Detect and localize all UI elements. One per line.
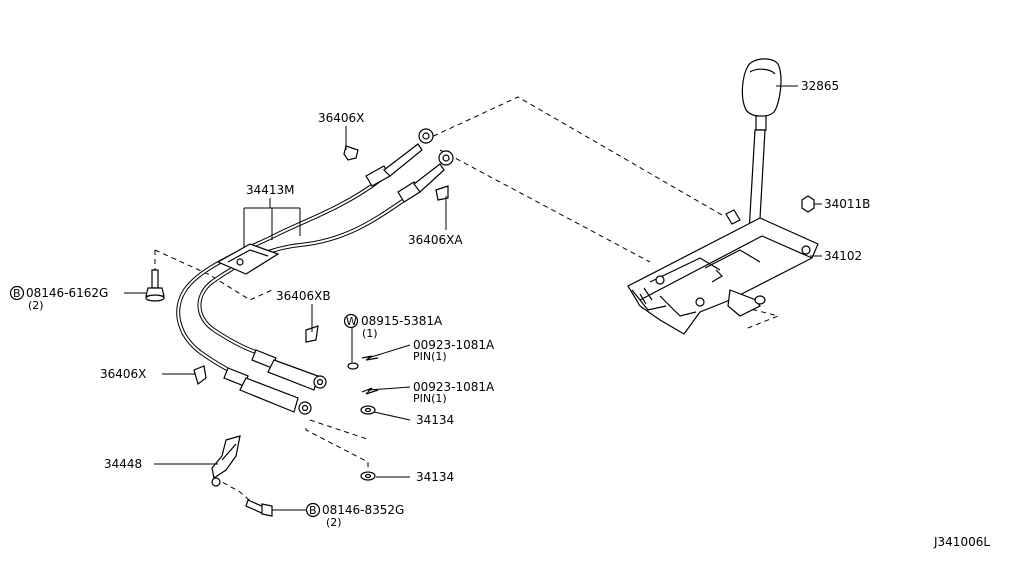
clip-36406XB	[305, 325, 319, 343]
bolt-08146-8352G	[245, 499, 273, 517]
leader-lines	[124, 85, 822, 511]
pin-lower	[361, 387, 379, 395]
label-lever-base: 34102	[824, 249, 862, 263]
bolt-lower-prefix: B	[309, 504, 317, 517]
label-bolt-lower-qty: (2)	[326, 516, 342, 529]
label-clip-xb: 36406XB	[276, 289, 331, 303]
nut-34011B	[801, 195, 815, 213]
label-pin-lower-sub: PIN(1)	[413, 392, 447, 405]
label-bolt-upper-qty: (2)	[28, 299, 44, 312]
clip-36406X-top	[343, 145, 359, 161]
washer-34134-upper	[360, 405, 376, 415]
bracket-34448	[211, 435, 241, 487]
label-bracket: 34448	[104, 457, 142, 471]
callout-labels: 32865 34011B 34102 36406X 36406XA 34413M…	[9, 79, 990, 549]
clip-36406X-left	[193, 365, 207, 386]
label-pin-upper: 00923-1081A	[413, 338, 495, 352]
control-cables	[176, 128, 454, 415]
label-clip-top: 36406X	[318, 111, 364, 125]
washer-08915-5381A	[347, 362, 359, 370]
label-knob: 32865	[801, 79, 839, 93]
bolt-upper-prefix: B	[13, 287, 21, 300]
washer-w-prefix: W	[346, 315, 357, 328]
label-clip-left: 36406X	[100, 367, 146, 381]
label-pin-upper-sub: PIN(1)	[413, 350, 447, 363]
cable-grommet	[216, 243, 280, 275]
label-clip-xa: 36406XA	[408, 233, 463, 247]
label-nut: 34011B	[824, 197, 870, 211]
assembly-guide-lines	[154, 96, 780, 506]
bolt-08146-6162G	[145, 269, 165, 302]
diagram-code: J341006L	[933, 535, 990, 549]
clip-36406XA	[435, 185, 449, 201]
label-cable-assy: 34413M	[246, 183, 295, 197]
label-washer-lower: 34134	[416, 470, 454, 484]
label-washer-w: 08915-5381A	[361, 314, 443, 328]
shift-lever-base	[627, 209, 819, 335]
label-washer-w-qty: (1)	[362, 327, 378, 340]
pin-upper	[361, 355, 379, 361]
label-bolt-lower: 08146-8352G	[322, 503, 404, 517]
shift-knob	[741, 58, 782, 131]
label-washer-upper: 34134	[416, 413, 454, 427]
label-pin-lower: 00923-1081A	[413, 380, 495, 394]
washer-34134-lower	[360, 471, 376, 481]
label-bolt-upper: 08146-6162G	[26, 286, 108, 300]
